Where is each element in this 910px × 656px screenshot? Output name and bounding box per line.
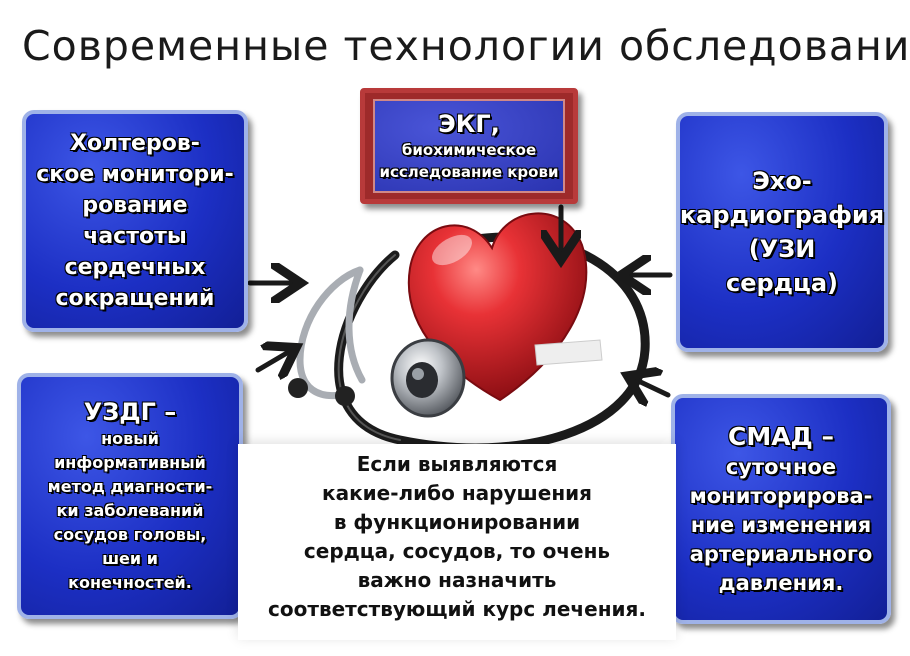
echo-line: Эхо- [752,167,812,195]
ekg-heading: ЭКГ, [438,110,500,138]
conclusion-line: важно назначить [357,568,557,592]
smad-line: мониторирова- [689,483,873,508]
smad-line: давления. [718,570,844,595]
ekg-line: исследование крови [379,163,559,181]
arrows [247,204,673,395]
uzdg-line: шеи и [102,549,158,568]
smad-line: артериального [689,541,873,566]
stethoscope-chestpiece-icon [390,338,466,418]
uzdg-line: метод диагности- [47,477,213,496]
page-title: Современные технологии обследования [22,22,910,70]
holter-line: сердечных [64,255,206,280]
conclusion-text: Если выявляются какие-либо нарушения в ф… [238,444,676,640]
holter-line: Холтеров- [70,131,200,156]
conclusion-line: соответствующий курс лечения. [268,597,646,621]
uzdg-box: УЗДГ – новый информативный метод диагнос… [17,373,243,619]
uzdg-line: ки заболеваний [56,501,204,520]
smad-line: ние изменения [690,512,872,537]
holter-line: рование [82,193,188,218]
uzdg-line: новый [101,429,159,448]
uzdg-line: информативный [54,453,206,472]
uzdg-line: конечностей. [68,573,192,592]
uzdg-heading: УЗДГ – [83,398,177,426]
echo-line: (УЗИ [748,235,816,263]
uzdg-line: сосудов головы, [53,525,207,544]
holter-line: ское монитори- [36,162,234,187]
holter-line: частоты [83,224,187,249]
echo-line: кардиография [679,201,885,229]
echo-box: Эхо- кардиография (УЗИ сердца) [676,112,888,352]
holter-line: сокращений [55,286,215,311]
holter-box: Холтеров- ское монитори- рование частоты… [22,110,248,332]
conclusion-line: в функционировании [333,510,581,534]
echo-line: сердца) [725,269,839,297]
conclusion-line: сердца, сосудов, то очень [303,539,611,563]
smad-line: суточное [725,454,837,479]
ekg-line: биохимическое [401,141,537,159]
conclusion-line: Если выявляются [356,452,558,476]
conclusion-line: какие-либо нарушения [322,481,592,505]
smad-box: СМАД – суточное мониторирова- ние измене… [671,394,891,624]
ekg-box: ЭКГ, биохимическое исследование крови [360,88,578,204]
smad-heading: СМАД – [727,421,835,451]
